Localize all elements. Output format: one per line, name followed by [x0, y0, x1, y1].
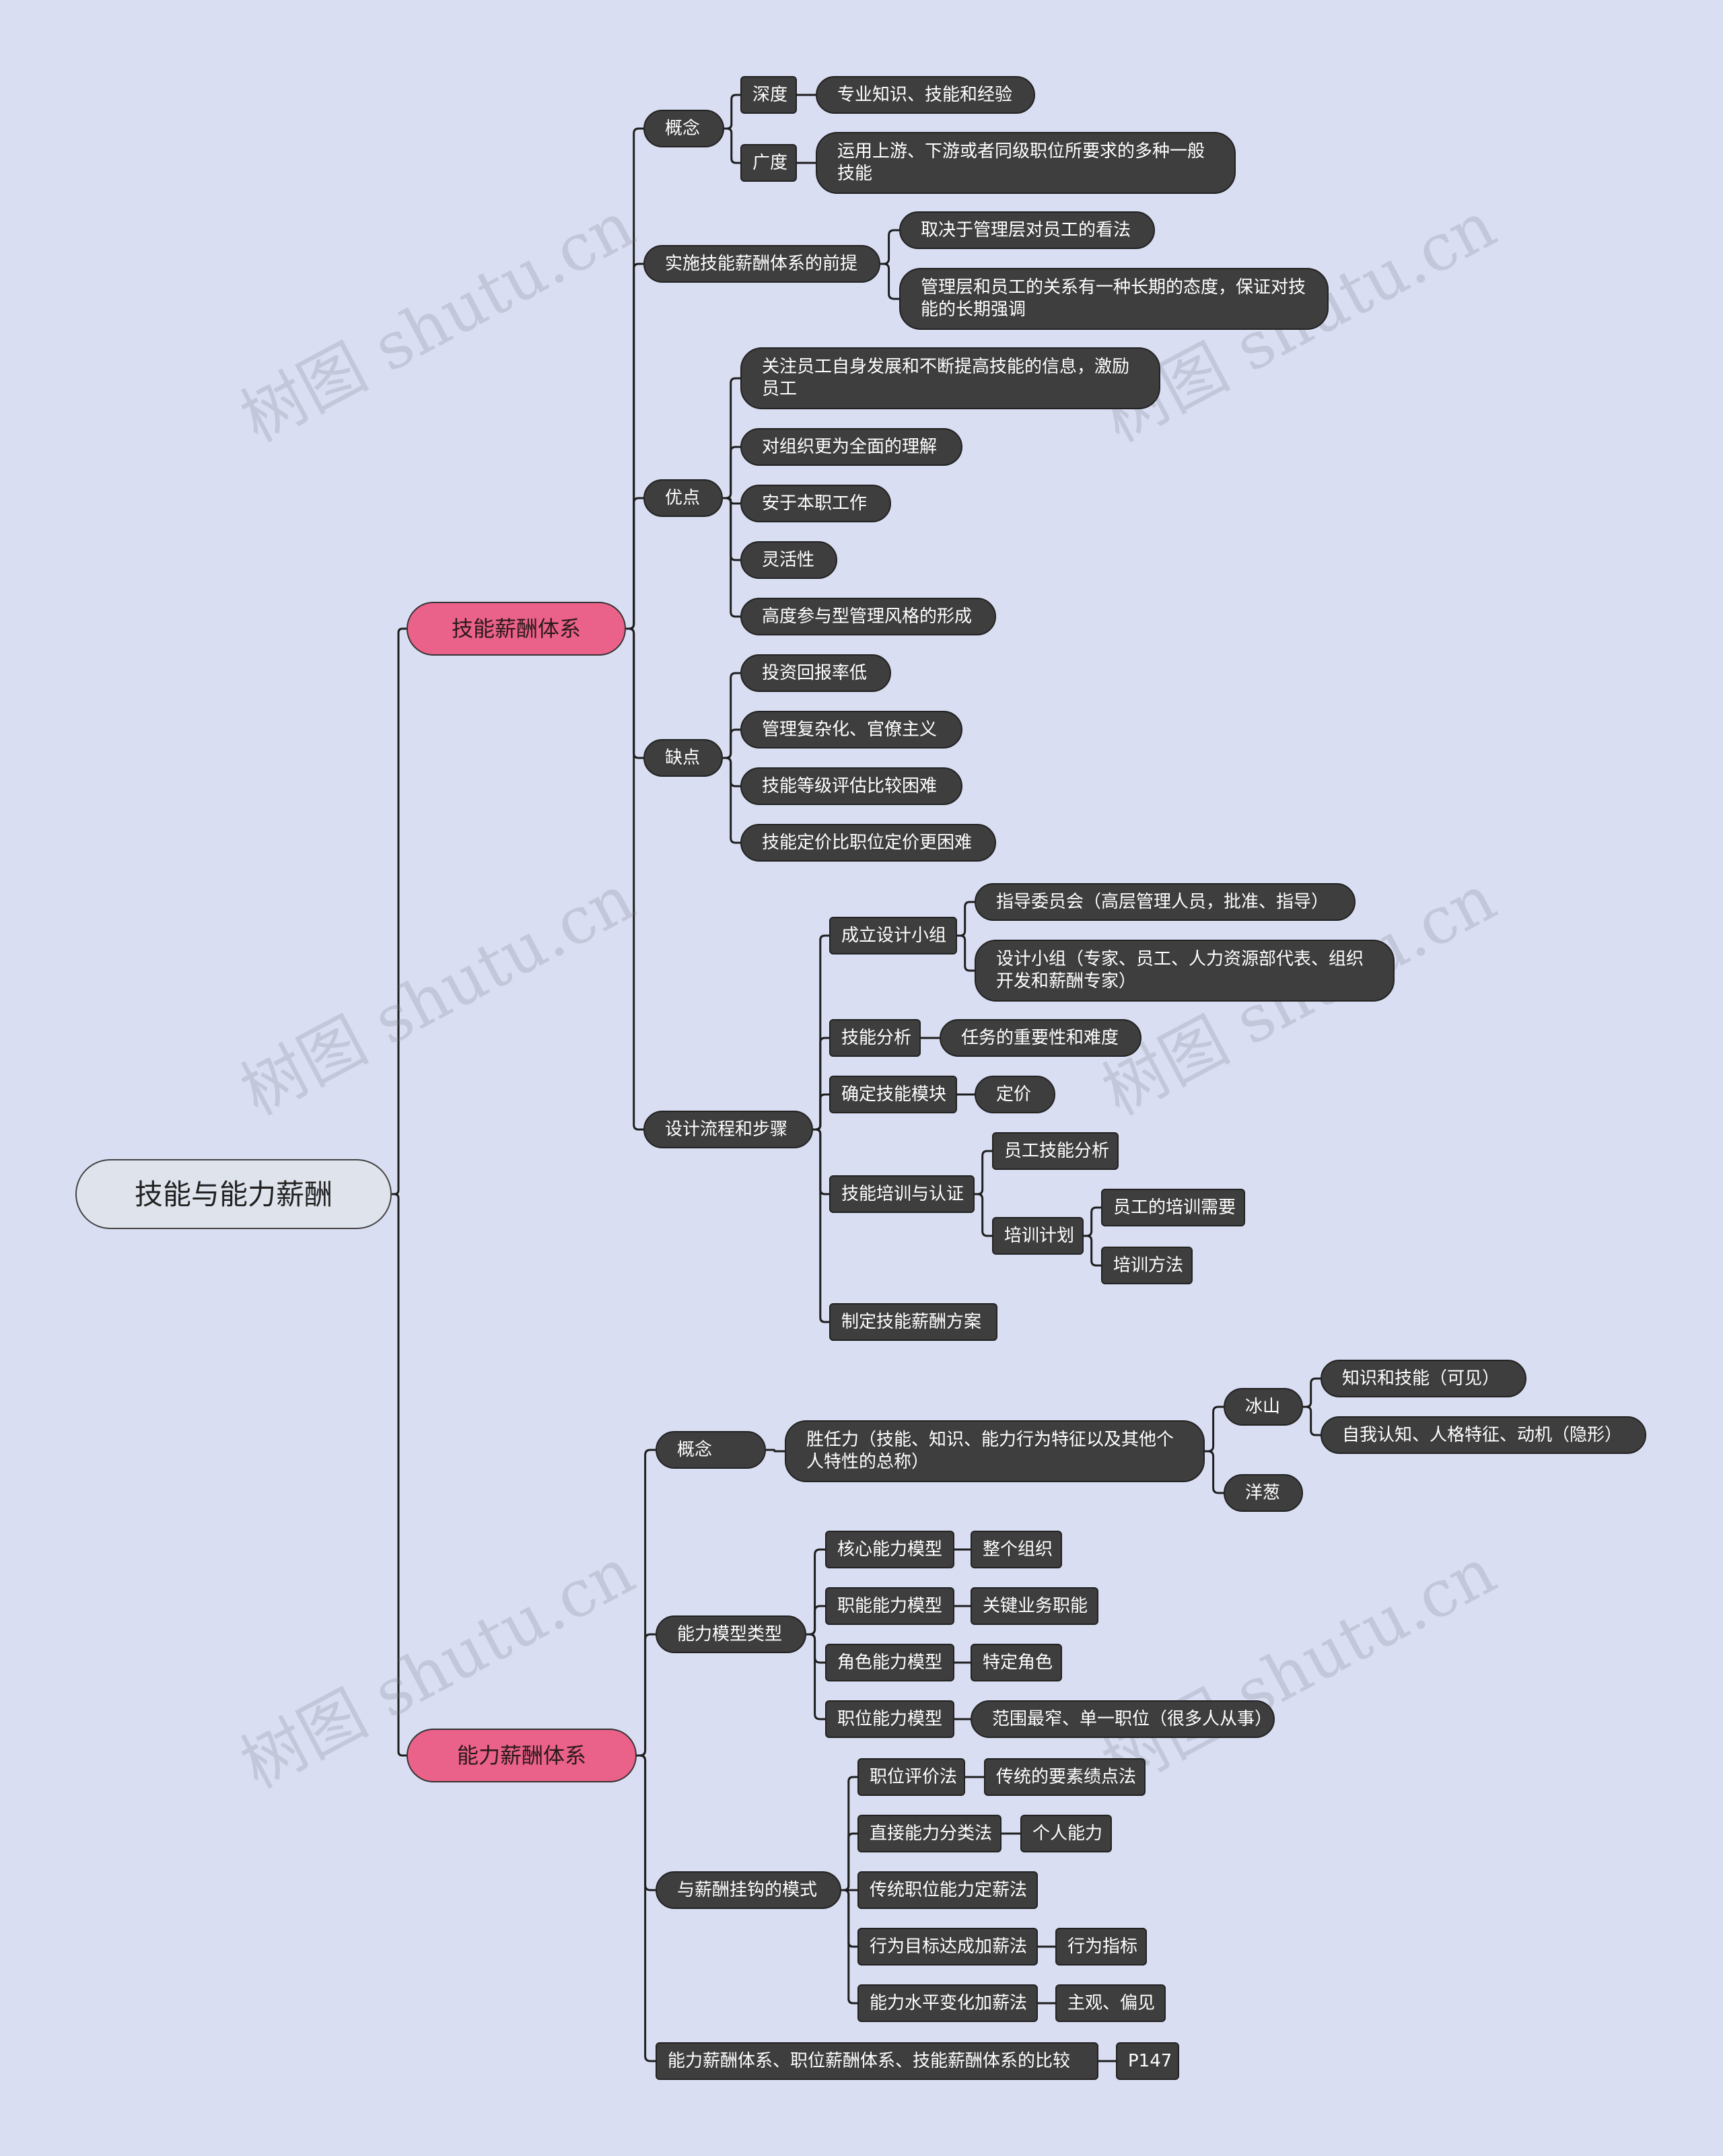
topic-skill-module[interactable]: 确定技能模块 — [829, 1076, 957, 1113]
connector-line — [724, 94, 740, 130]
topic-disadvantage-item[interactable]: 技能等级评估比较困难 — [740, 767, 962, 805]
connector-line — [880, 263, 899, 300]
topic-skill-pay-plan[interactable]: 制定技能薪酬方案 — [829, 1303, 997, 1341]
topic-pay-mode-detail[interactable]: 行为指标 — [1055, 1928, 1147, 1966]
topic-pay-modes[interactable]: 与薪酬挂钩的模式 — [656, 1871, 841, 1909]
connector-line — [1303, 1405, 1321, 1436]
topic-pay-mode-detail[interactable]: 个人能力 — [1020, 1815, 1112, 1852]
topic-model-detail[interactable]: 关键业务职能 — [971, 1587, 1098, 1625]
topic-disadvantage-item[interactable]: 管理复杂化、官僚主义 — [740, 711, 962, 749]
topic-advantages[interactable]: 优点 — [643, 479, 723, 517]
connector-line — [841, 1832, 857, 1891]
topic-model-type[interactable]: 职位能力模型 — [825, 1700, 954, 1738]
connector-line — [626, 627, 643, 1131]
topic-pay-mode[interactable]: 职位评价法 — [857, 1758, 965, 1796]
topic-advantage-item[interactable]: 关注员工自身发展和不断提高技能的信息，激励员工 — [740, 347, 1160, 409]
topic-advantage-item[interactable]: 安于本职工作 — [740, 485, 891, 522]
topic-module-item[interactable]: 定价 — [975, 1076, 1055, 1113]
topic-training-plan[interactable]: 培训计划 — [992, 1217, 1084, 1255]
topic-pay-mode[interactable]: 能力水平变化加薪法 — [857, 1984, 1038, 2022]
connector-line — [723, 497, 740, 618]
connector-line — [723, 446, 740, 499]
topic-model-detail[interactable]: 特定角色 — [971, 1644, 1062, 1681]
topic-pay-mode[interactable]: 直接能力分类法 — [857, 1815, 1001, 1852]
connector-line — [1084, 1235, 1101, 1267]
topic-training-plan-item[interactable]: 培训方法 — [1101, 1247, 1193, 1284]
topic-premise-item[interactable]: 管理层和员工的关系有一种长期的态度，保证对技能的长期强调 — [899, 268, 1329, 330]
topic-design-team[interactable]: 成立设计小组 — [829, 917, 957, 954]
topic-model-types[interactable]: 能力模型类型 — [656, 1615, 806, 1653]
connector-line — [1205, 1450, 1224, 1494]
connector-line — [766, 1449, 785, 1453]
topic-team-item[interactable]: 设计小组（专家、员工、人力资源部代表、组织开发和薪酬专家） — [975, 940, 1395, 1002]
root-topic[interactable]: 技能与能力薪酬 — [75, 1159, 392, 1229]
topic-iceberg-item[interactable]: 知识和技能（可见） — [1321, 1360, 1526, 1397]
connector-line — [626, 497, 643, 630]
connector-line — [1084, 1206, 1101, 1237]
topic-training-item[interactable]: 员工技能分析 — [992, 1132, 1119, 1170]
topic-concept[interactable]: 概念 — [656, 1431, 766, 1469]
topic-disadvantages[interactable]: 缺点 — [643, 739, 723, 777]
topic-iceberg[interactable]: 冰山 — [1224, 1388, 1303, 1426]
connector-line — [880, 229, 899, 265]
topic-competency[interactable]: 胜任力（技能、知识、能力行为特征以及其他个人特性的总称） — [785, 1420, 1205, 1482]
topic-team-item[interactable]: 指导委员会（高层管理人员，批准、指导） — [975, 883, 1356, 921]
connector-line — [637, 1754, 656, 2062]
topic-concept[interactable]: 概念 — [643, 110, 724, 147]
topic-advantage-item[interactable]: 灵活性 — [740, 541, 837, 579]
topic-analysis-item[interactable]: 任务的重要性和难度 — [940, 1019, 1141, 1057]
connector-line — [957, 901, 975, 937]
topic-breadth[interactable]: 广度 — [740, 144, 797, 182]
connector-line — [1303, 1377, 1321, 1408]
topic-premise[interactable]: 实施技能薪酬体系的前提 — [643, 245, 880, 283]
topic-pay-mode[interactable]: 行为目标达成加薪法 — [857, 1928, 1038, 1966]
connector-line — [813, 1128, 829, 1323]
topic-ability-pay-system[interactable]: 能力薪酬体系 — [407, 1729, 637, 1782]
connector-line — [806, 1605, 825, 1636]
topic-comparison-detail[interactable]: P147 — [1116, 2042, 1179, 2080]
connector-line — [975, 1193, 992, 1237]
connector-line — [975, 1150, 992, 1195]
topic-model-detail[interactable]: 范围最窄、单一职位（很多人从事） — [971, 1700, 1275, 1738]
topic-onion[interactable]: 洋葱 — [1224, 1474, 1303, 1512]
connector-line — [806, 1633, 825, 1720]
topic-advantage-item[interactable]: 对组织更为全面的理解 — [740, 428, 962, 466]
connector-line — [392, 1193, 407, 1757]
topic-pay-mode-detail[interactable]: 主观、偏见 — [1055, 1984, 1166, 2022]
topic-model-type[interactable]: 核心能力模型 — [825, 1531, 954, 1568]
topic-model-type[interactable]: 角色能力模型 — [825, 1644, 954, 1681]
topic-iceberg-item[interactable]: 自我认知、人格特征、动机（隐形） — [1321, 1416, 1646, 1454]
topic-premise-item[interactable]: 取决于管理层对员工的看法 — [899, 211, 1155, 249]
topic-disadvantage-item[interactable]: 技能定价比职位定价更困难 — [740, 824, 996, 862]
topic-model-type[interactable]: 职能能力模型 — [825, 1587, 954, 1625]
topic-training-cert[interactable]: 技能培训与认证 — [829, 1175, 975, 1213]
connector-line — [1205, 1405, 1224, 1453]
topic-breadth-detail[interactable]: 运用上游、下游或者同级职位所要求的多种一般技能 — [816, 132, 1236, 194]
topic-comparison[interactable]: 能力薪酬体系、职位薪酬体系、技能薪酬体系的比较 — [656, 2042, 1098, 2080]
topic-disadvantage-item[interactable]: 投资回报率低 — [740, 654, 891, 692]
connector-line — [957, 934, 975, 972]
topic-depth-detail[interactable]: 专业知识、技能和经验 — [816, 76, 1035, 114]
connector-line — [841, 1889, 857, 2005]
connector-line — [723, 728, 740, 759]
topic-skill-analysis[interactable]: 技能分析 — [829, 1019, 921, 1057]
topic-skill-pay-system[interactable]: 技能薪酬体系 — [407, 602, 626, 656]
topic-training-plan-item[interactable]: 员工的培训需要 — [1101, 1189, 1245, 1226]
topic-design-flow[interactable]: 设计流程和步骤 — [643, 1111, 813, 1148]
connector-line — [723, 757, 740, 844]
connector-line — [813, 1093, 829, 1131]
topic-model-detail[interactable]: 整个组织 — [971, 1531, 1062, 1568]
topic-pay-mode-detail[interactable]: 传统的要素绩点法 — [984, 1758, 1146, 1796]
topic-pay-mode[interactable]: 传统职位能力定薪法 — [857, 1871, 1038, 1909]
connector-line — [392, 627, 407, 1195]
connector-line — [637, 1633, 656, 1757]
connector-line — [724, 127, 740, 164]
topic-advantage-item[interactable]: 高度参与型管理风格的形成 — [740, 598, 996, 635]
topic-depth[interactable]: 深度 — [740, 76, 797, 114]
